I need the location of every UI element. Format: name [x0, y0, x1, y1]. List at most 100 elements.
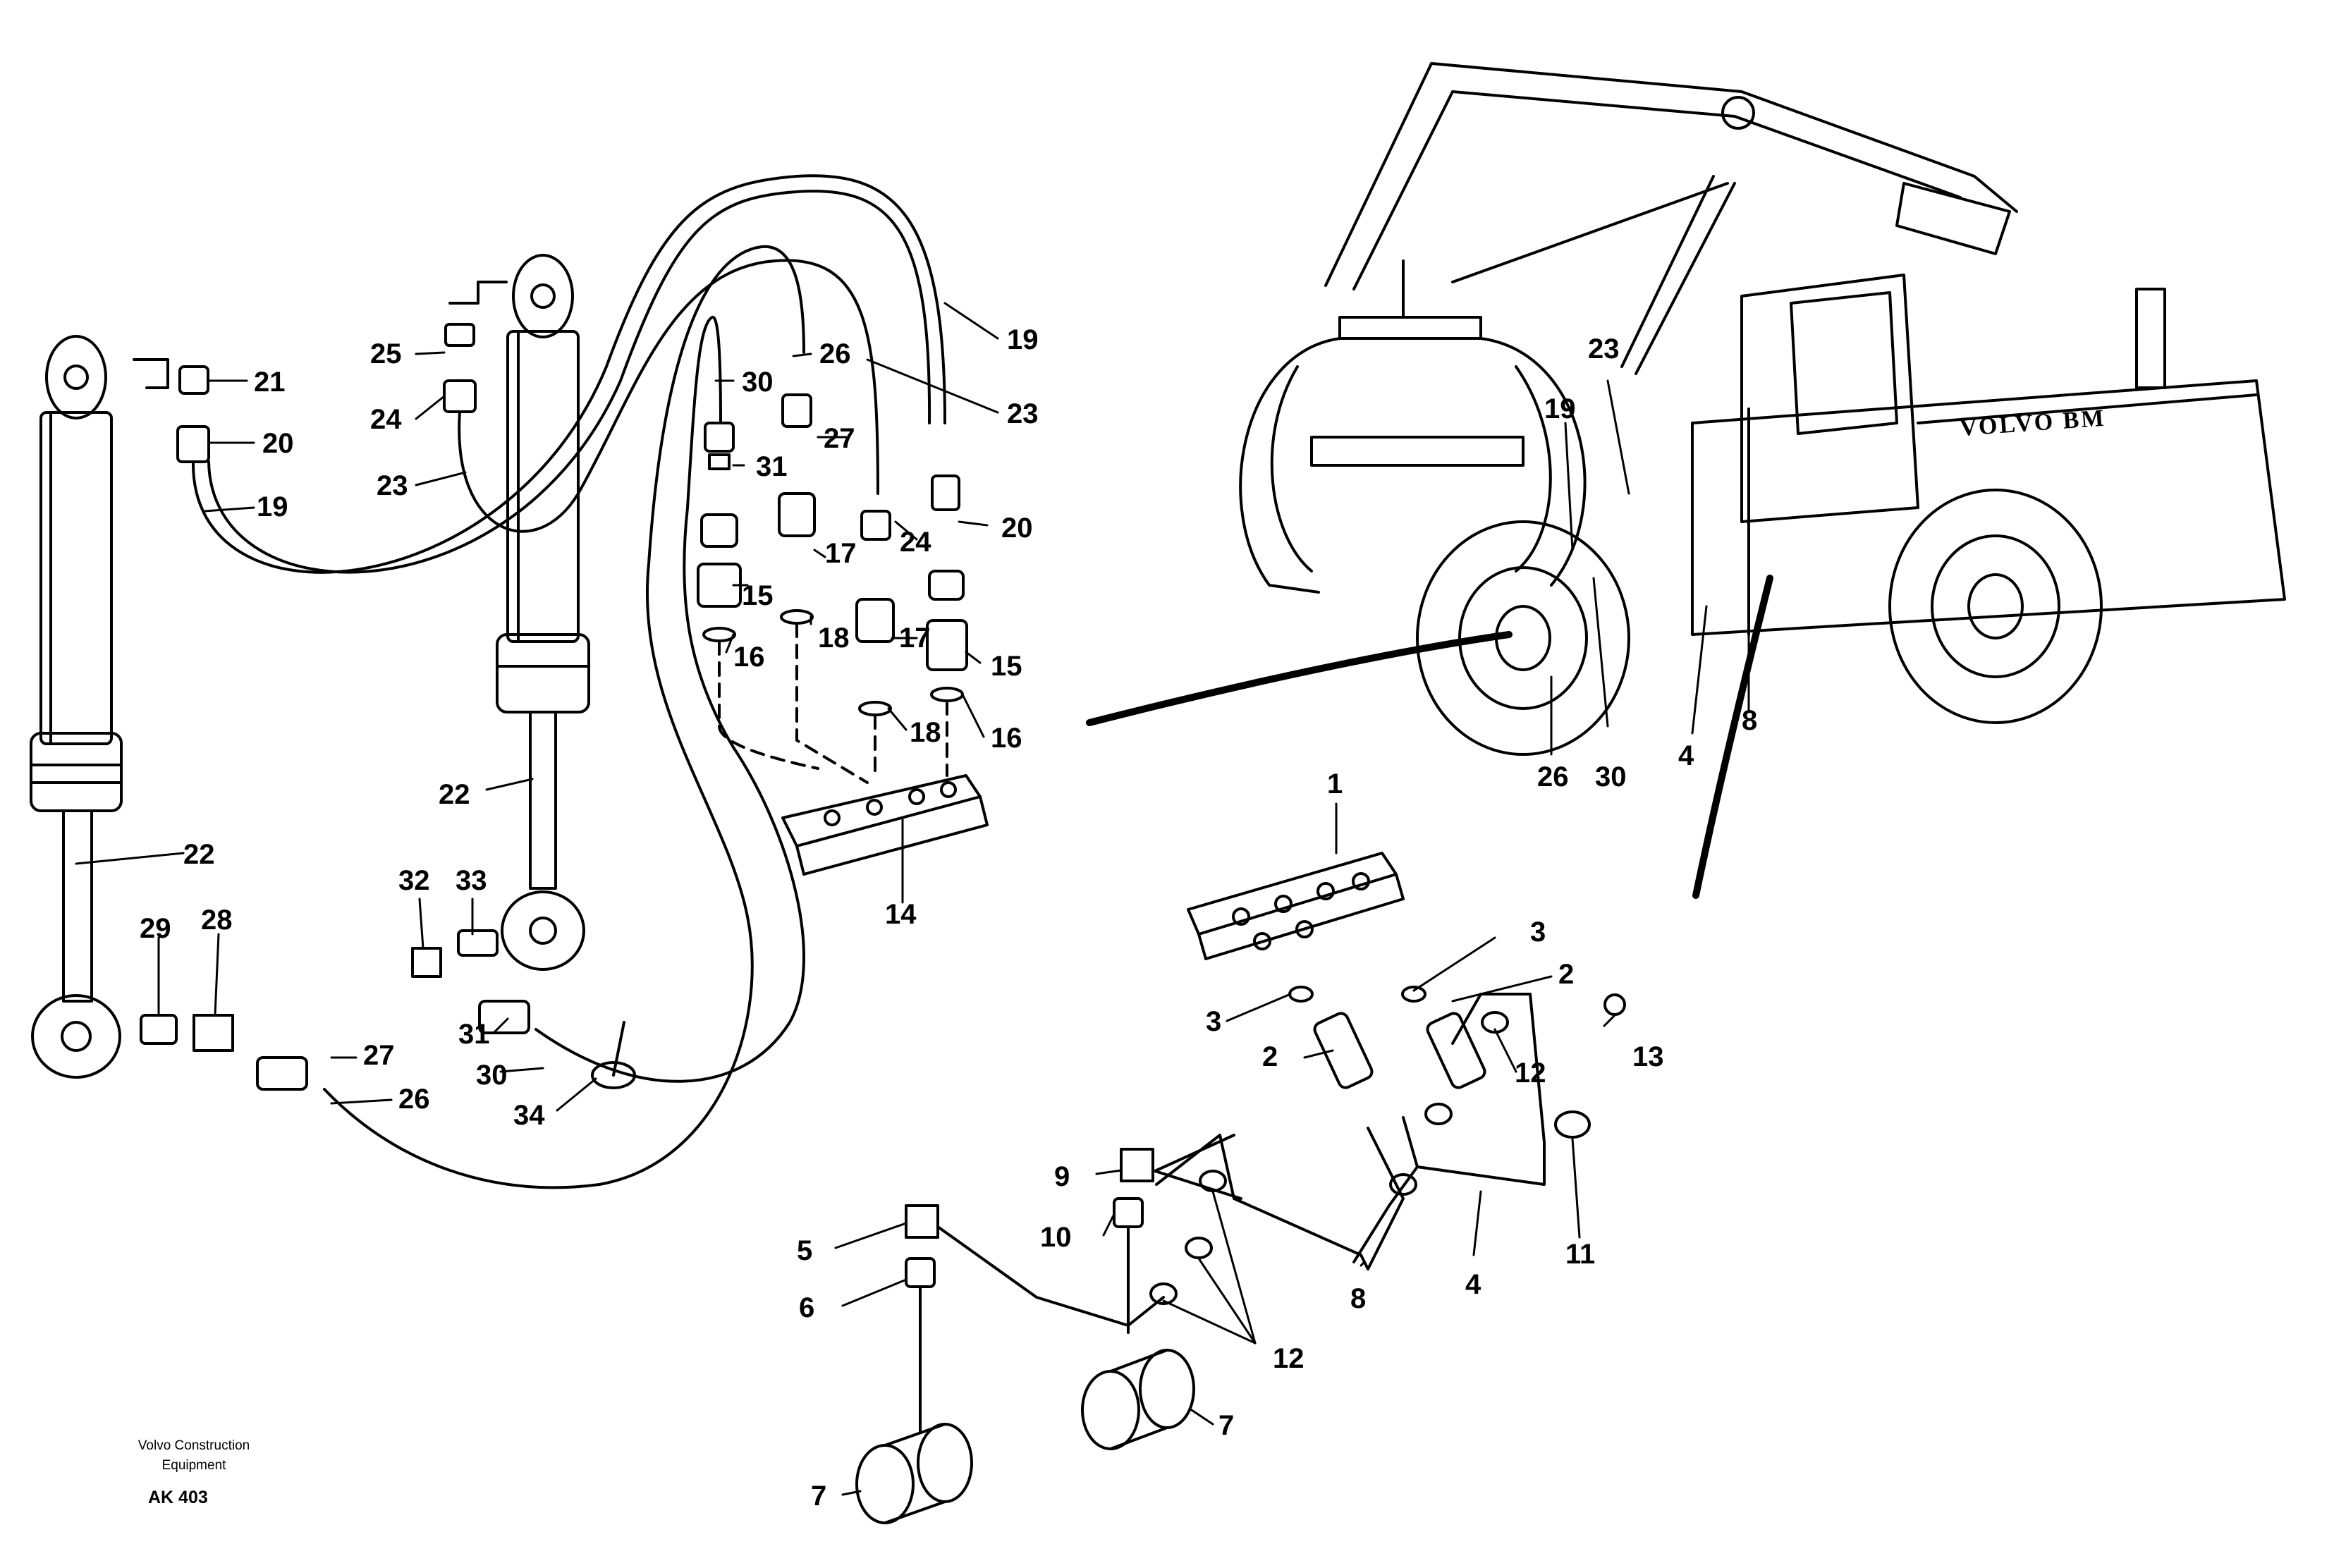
callout-11: 11	[1565, 1239, 1595, 1270]
hose-bundle	[191, 174, 946, 1189]
manifold-14	[781, 774, 989, 876]
callout-23b: 23	[1007, 398, 1039, 429]
callout-numbers: 21 20 19 25 24 23 30 26 19 23 31 27 24 2…	[140, 324, 1757, 1512]
callout-27: 27	[824, 423, 855, 454]
callout-18b: 18	[910, 717, 941, 748]
callout-13: 13	[1632, 1041, 1664, 1072]
footer-code: AK 403	[148, 1488, 208, 1507]
callout-20: 20	[262, 428, 294, 459]
callout-3: 3	[1206, 1006, 1221, 1037]
pipe-8	[1155, 1127, 1405, 1270]
adapter-2-left	[1313, 1012, 1374, 1089]
fitting-25	[448, 281, 508, 305]
hydraulic-cylinder-right	[496, 254, 590, 971]
plug-13	[1603, 993, 1626, 1016]
callout-24b: 24	[900, 527, 931, 558]
callout-30b: 30	[476, 1060, 508, 1091]
callout-7: 7	[811, 1481, 826, 1512]
callout-14: 14	[885, 899, 917, 930]
callout-16b: 16	[991, 723, 1022, 754]
callout-27b: 27	[363, 1040, 395, 1071]
elbow-5	[905, 1204, 939, 1239]
callout-12: 12	[1515, 1058, 1546, 1089]
callout-6: 6	[799, 1292, 814, 1323]
footer-company-line2: Equipment	[161, 1458, 226, 1473]
fitting-33	[457, 929, 499, 957]
valve-stack-27-17-18	[778, 393, 816, 625]
callout-8b: 8	[1350, 1283, 1366, 1314]
callout-22: 22	[439, 779, 470, 810]
valve-stack-30-31-15-16	[697, 422, 742, 642]
callout-28: 28	[201, 905, 233, 936]
callout-16: 16	[733, 642, 765, 673]
hydraulic-cylinder-left	[30, 335, 123, 1079]
callout-26c: 26	[1537, 761, 1569, 792]
callout-18: 18	[818, 623, 850, 654]
callout-24: 24	[370, 404, 402, 435]
callout-30c: 30	[1595, 761, 1627, 792]
callout-25: 25	[370, 338, 402, 369]
fitting-20	[176, 425, 210, 463]
accumulator-7-right	[1081, 1349, 1195, 1450]
callout-22b: 22	[183, 839, 215, 870]
callout-8: 8	[1742, 705, 1757, 736]
callout-19b: 19	[1007, 324, 1039, 355]
clamp-11	[1554, 1110, 1591, 1139]
callout-4b: 4	[1465, 1269, 1481, 1300]
callout-1: 1	[1327, 768, 1343, 800]
nipple-6	[905, 1257, 936, 1288]
callout-17b: 17	[899, 623, 931, 654]
callout-9: 9	[1054, 1161, 1070, 1192]
callout-34: 34	[513, 1100, 545, 1131]
callout-10: 10	[1040, 1222, 1072, 1253]
callout-26: 26	[819, 338, 851, 369]
callout-7b: 7	[1218, 1410, 1234, 1441]
callout-23: 23	[377, 470, 408, 501]
dashed-connectors	[718, 623, 948, 784]
callout-17: 17	[825, 538, 857, 569]
adapter-2-right	[1426, 1012, 1486, 1089]
footer-company-line1: Volvo Construction	[138, 1438, 250, 1453]
callout-21: 21	[254, 367, 286, 398]
callout-32: 32	[398, 865, 430, 896]
callout-2: 2	[1262, 1041, 1278, 1072]
callout-15: 15	[742, 580, 774, 611]
pipe-4	[1352, 993, 1546, 1263]
washer-3-left	[1288, 986, 1314, 1003]
callout-20b: 20	[1001, 513, 1033, 544]
callout-23c: 23	[1588, 333, 1620, 365]
callout-26b: 26	[398, 1084, 430, 1115]
forwarder-machine-illustration	[1086, 62, 2286, 899]
fitting-31-left	[478, 1000, 530, 1034]
callout-29: 29	[140, 913, 171, 944]
valve-stack-24-17-18	[855, 510, 895, 716]
machine-brand-text: VOLVO BM	[1959, 405, 2107, 441]
fitting-21	[133, 358, 209, 395]
callout-19c: 19	[1544, 393, 1576, 424]
callout-31: 31	[756, 451, 788, 482]
valve-stack-20-15-16	[926, 474, 968, 702]
accumulator-7-left	[855, 1423, 973, 1524]
callout-5: 5	[797, 1235, 812, 1266]
valve-block-1	[1187, 852, 1405, 960]
nipple-10	[1113, 1197, 1144, 1228]
fitting-32	[411, 947, 442, 978]
fitting-27-left	[256, 1056, 308, 1091]
callout-4: 4	[1678, 740, 1694, 771]
callout-19: 19	[257, 491, 288, 522]
callout-33: 33	[456, 865, 487, 896]
washer-3-right	[1401, 986, 1426, 1003]
elbow-9	[1120, 1148, 1154, 1182]
fitting-28	[193, 1014, 234, 1052]
callout-30: 30	[742, 367, 774, 398]
callout-3b: 3	[1530, 917, 1546, 948]
callout-2b: 2	[1558, 959, 1574, 990]
fitting-29	[140, 1014, 178, 1045]
fitting-24	[443, 379, 477, 413]
callout-31b: 31	[458, 1019, 490, 1050]
leader-lines	[75, 302, 1750, 1496]
pipe-clamps-12	[1149, 1011, 1509, 1305]
callout-15b: 15	[991, 651, 1022, 682]
callout-12b: 12	[1273, 1343, 1305, 1374]
